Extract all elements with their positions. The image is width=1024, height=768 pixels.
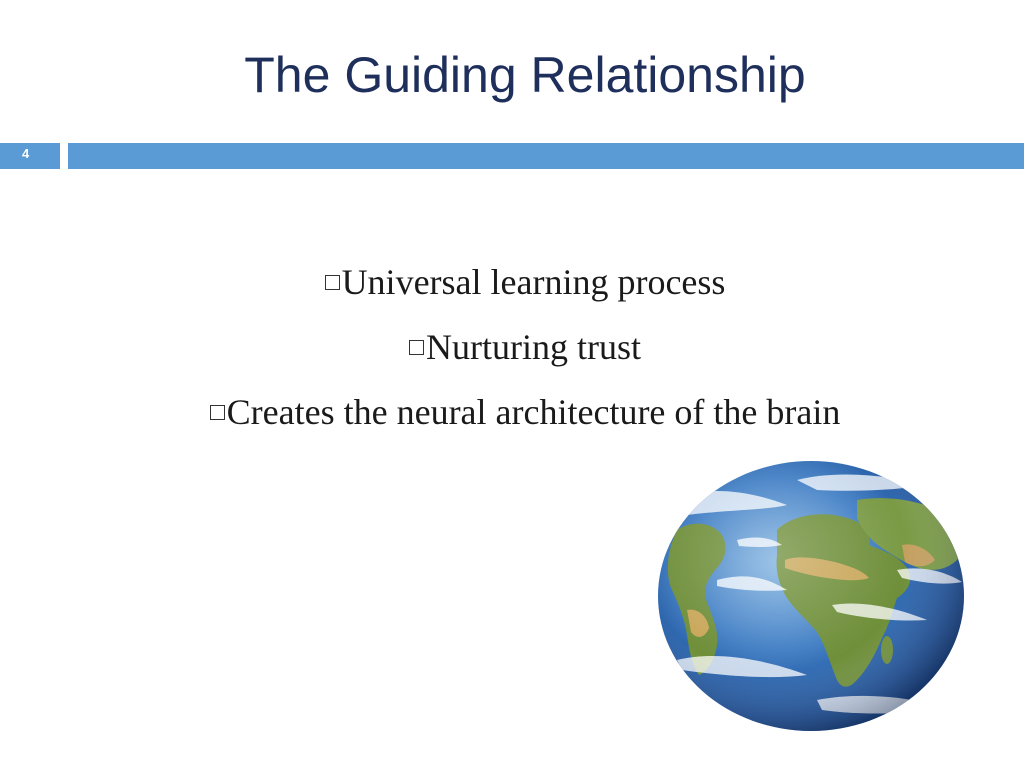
bullet-list: Universal learning process Nurturing tru… [0, 250, 1024, 445]
slide-number-badge: 4 [0, 143, 60, 169]
square-bullet-icon [324, 275, 340, 290]
header-bar [68, 143, 1024, 169]
bullet-item: Creates the neural architecture of the b… [0, 380, 1024, 445]
square-bullet-icon [209, 405, 225, 420]
bullet-text: Nurturing trust [426, 327, 641, 367]
earth-globe-image [658, 461, 964, 731]
bullet-text: Universal learning process [341, 262, 726, 302]
slide-number: 4 [22, 146, 30, 161]
bullet-item: Nurturing trust [0, 315, 1024, 380]
bullet-text: Creates the neural architecture of the b… [226, 392, 841, 432]
bullet-item: Universal learning process [0, 250, 1024, 315]
square-bullet-icon [409, 340, 424, 355]
slide-title: The Guiding Relationship [244, 47, 806, 103]
